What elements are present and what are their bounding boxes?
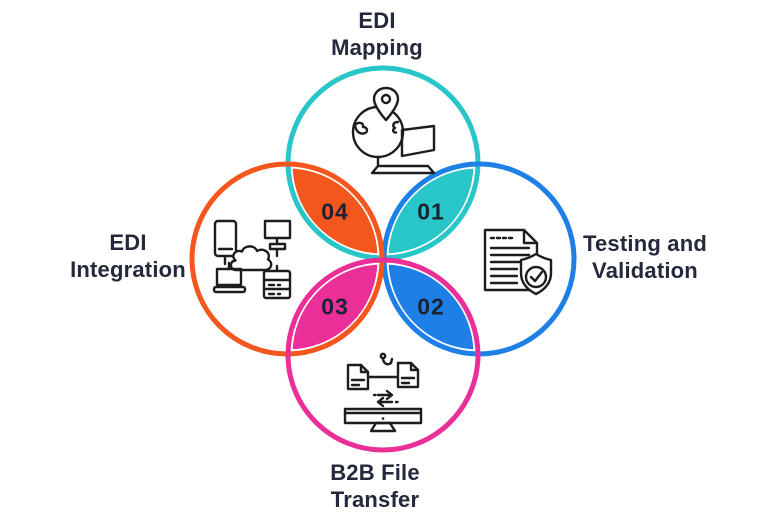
label-line: B2B File (330, 460, 420, 485)
arrow-right (372, 389, 394, 401)
file-right-fold (409, 361, 420, 372)
document-fold (522, 228, 539, 245)
label-line: EDI (358, 8, 396, 33)
label-edi-mapping: EDI Mapping (331, 7, 423, 61)
arrow-left (376, 396, 399, 408)
devices-cloud-network-icon (212, 219, 292, 300)
file-right-lines (400, 376, 416, 385)
file-left-lines (350, 378, 366, 387)
monitor-stand (369, 421, 397, 433)
overlap-number-03: 03 (321, 293, 349, 320)
label-line: EDI (109, 230, 147, 255)
file-left-fold (359, 363, 370, 374)
cloud (229, 245, 273, 272)
overlap-number-02: 02 (417, 293, 445, 320)
monitor (263, 219, 292, 240)
label-line: Validation (592, 258, 698, 283)
monitor-screen (343, 407, 423, 425)
hook-curve (381, 356, 394, 366)
globe-continent (392, 120, 400, 134)
globe-continent (353, 121, 369, 135)
label-edi-integration: EDI Integration (70, 229, 186, 283)
document-shield-check-icon (483, 228, 553, 296)
location-pin-hole (380, 93, 392, 105)
laptop-base (370, 164, 436, 175)
laptop-screen (400, 124, 436, 158)
server-lights (267, 283, 282, 296)
server-dividers (262, 278, 292, 291)
document-text-lines (489, 246, 531, 285)
label-b2b-file-transfer: B2B File Transfer (330, 459, 420, 513)
laptop-screen (215, 267, 243, 287)
shield-circle (524, 265, 548, 289)
overlap-number-04: 04 (321, 198, 349, 225)
label-line: Testing and (582, 231, 708, 256)
venn-circle-b2b-file-transfer (285, 257, 481, 453)
overlap-number-01: 01 (417, 198, 445, 225)
monitor-dot (381, 417, 385, 420)
label-line: Integration (70, 257, 186, 282)
files-transfer-monitor-icon (343, 352, 423, 433)
smartphone (213, 219, 238, 258)
server (262, 269, 292, 300)
label-line: Transfer (330, 487, 420, 512)
laptop-base (212, 285, 247, 294)
globe-location-laptop-icon (351, 86, 436, 175)
label-testing-validation: Testing and Validation (583, 230, 707, 284)
label-line: Mapping (331, 35, 423, 60)
check-mark (529, 270, 544, 283)
